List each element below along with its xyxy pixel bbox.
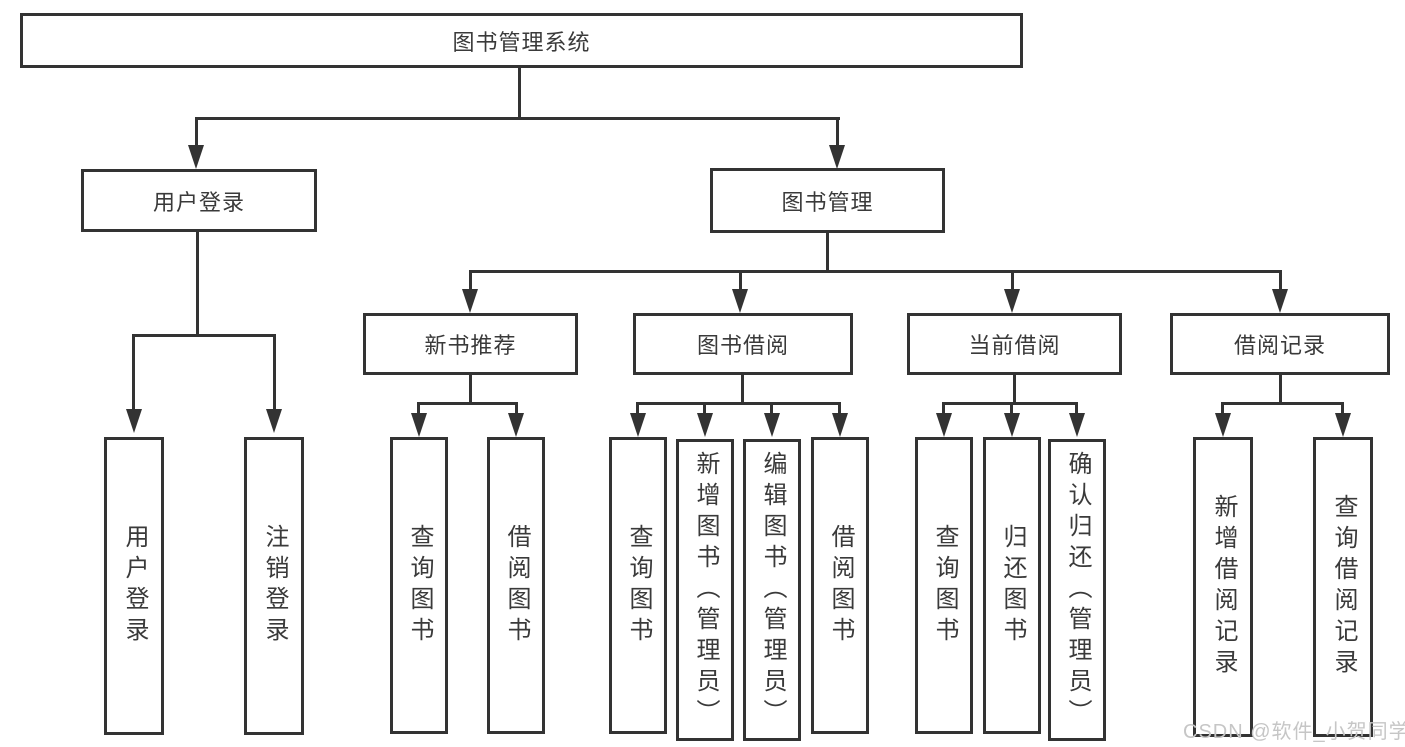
connector-drop-section	[1011, 270, 1014, 289]
arrowhead-down-icon	[411, 413, 427, 437]
node-label: 图书借阅	[696, 333, 789, 358]
connector-book-mgmt-split	[469, 270, 1282, 273]
leaf-label: 查询图书	[625, 523, 652, 648]
arrowhead-down-icon	[1215, 413, 1231, 437]
connector-section-split	[636, 402, 841, 405]
node-label: 借阅记录	[1233, 333, 1326, 358]
leaf-label: 查询图书	[406, 523, 433, 648]
leaf-confirm-return-admin: 确认归还（管理员）	[1048, 439, 1106, 741]
connector-drop-leaf	[1221, 402, 1224, 413]
arrowhead-down-icon	[829, 145, 845, 169]
connector-drop-section	[1279, 270, 1282, 289]
connector-drop-leaf	[636, 402, 639, 413]
arrowhead-down-icon	[732, 289, 748, 313]
arrowhead-down-icon	[630, 413, 646, 437]
leaf-label: 归还图书	[999, 523, 1026, 648]
node-user-login: 用户登录	[81, 169, 317, 232]
connector-drop-leaf	[770, 402, 773, 413]
connector-section-stem	[1279, 375, 1282, 402]
connector-user-login-split	[132, 334, 276, 337]
leaf-query-books: 查询图书	[609, 437, 667, 734]
connector-section-stem	[741, 375, 744, 402]
node-label: 新书推荐	[424, 333, 517, 358]
connector-user-login-stem	[196, 232, 199, 336]
arrowhead-down-icon	[1004, 289, 1020, 313]
leaf-label: 编辑图书（管理员）	[759, 450, 786, 730]
connector-drop-leaf	[1075, 402, 1078, 413]
arrowhead-down-icon	[508, 413, 524, 437]
connector-section-stem	[469, 375, 472, 402]
leaf-label: 注销登录	[261, 524, 288, 648]
node-book-management: 图书管理	[710, 168, 945, 233]
leaf-label: 借阅图书	[503, 523, 530, 648]
leaf-query-borrow-record: 查询借阅记录	[1313, 437, 1373, 737]
node-library-management-system: 图书管理系统	[20, 13, 1023, 68]
leaf-borrow-books: 借阅图书	[811, 437, 869, 734]
arrowhead-down-icon	[936, 413, 952, 437]
connector-section-split	[417, 402, 518, 405]
leaf-borrow-books: 借阅图书	[487, 437, 545, 734]
connector-section-split	[1221, 402, 1344, 405]
connector-drop-section	[739, 270, 742, 289]
connector-drop-leaf	[1341, 402, 1344, 413]
leaf-label: 确认归还（管理员）	[1064, 450, 1091, 730]
connector-drop-leaf	[273, 334, 276, 409]
connector-book-mgmt-stem	[826, 233, 829, 270]
node-label: 用户登录	[152, 189, 245, 215]
arrowhead-down-icon	[1069, 413, 1085, 437]
connector-drop-leaf	[942, 402, 945, 413]
arrowhead-down-icon	[764, 413, 780, 437]
leaf-label: 查询图书	[931, 523, 958, 648]
node-book-borrowing: 图书借阅	[633, 313, 853, 375]
connector-drop-book-mgmt	[836, 117, 839, 147]
leaf-add-books-admin: 新增图书（管理员）	[676, 439, 734, 741]
connector-drop-leaf	[1010, 402, 1013, 413]
leaf-label: 用户登录	[121, 524, 148, 648]
node-current-borrowing: 当前借阅	[907, 313, 1122, 375]
leaf-edit-books-admin: 编辑图书（管理员）	[743, 439, 801, 741]
connector-drop-leaf	[515, 402, 518, 413]
connector-drop-section	[469, 270, 472, 289]
arrowhead-down-icon	[126, 409, 142, 433]
csdn-watermark: CSDN @软件_小贺同学	[1183, 721, 1405, 743]
node-label: 图书管理系统	[452, 29, 591, 55]
arrowhead-down-icon	[188, 145, 204, 169]
connector-drop-leaf	[417, 402, 420, 413]
connector-root-split	[195, 117, 840, 120]
connector-drop-user-login	[195, 117, 198, 147]
node-label: 当前借阅	[968, 333, 1061, 358]
arrowhead-down-icon	[266, 409, 282, 433]
node-label: 图书管理	[781, 189, 874, 215]
leaf-add-borrow-record: 新增借阅记录	[1193, 437, 1253, 737]
leaf-logout: 注销登录	[244, 437, 304, 735]
leaf-label: 借阅图书	[827, 523, 854, 648]
arrowhead-down-icon	[697, 413, 713, 437]
leaf-user-login: 用户登录	[104, 437, 164, 735]
node-borrowing-records: 借阅记录	[1170, 313, 1390, 375]
arrowhead-down-icon	[832, 413, 848, 437]
leaf-label: 查询借阅记录	[1330, 494, 1357, 680]
arrowhead-down-icon	[1004, 413, 1020, 437]
leaf-query-books: 查询图书	[915, 437, 973, 734]
node-new-book-recommendation: 新书推荐	[363, 313, 578, 375]
arrowhead-down-icon	[1272, 289, 1288, 313]
leaf-label: 新增借阅记录	[1210, 494, 1237, 680]
connector-root-stem	[518, 68, 521, 118]
leaf-return-books: 归还图书	[983, 437, 1041, 734]
arrowhead-down-icon	[462, 289, 478, 313]
leaf-label: 新增图书（管理员）	[692, 450, 719, 730]
connector-drop-leaf	[132, 334, 135, 409]
connector-section-stem	[1013, 375, 1016, 402]
leaf-query-books: 查询图书	[390, 437, 448, 734]
connector-drop-leaf	[838, 402, 841, 413]
arrowhead-down-icon	[1335, 413, 1351, 437]
connector-drop-leaf	[703, 402, 706, 413]
